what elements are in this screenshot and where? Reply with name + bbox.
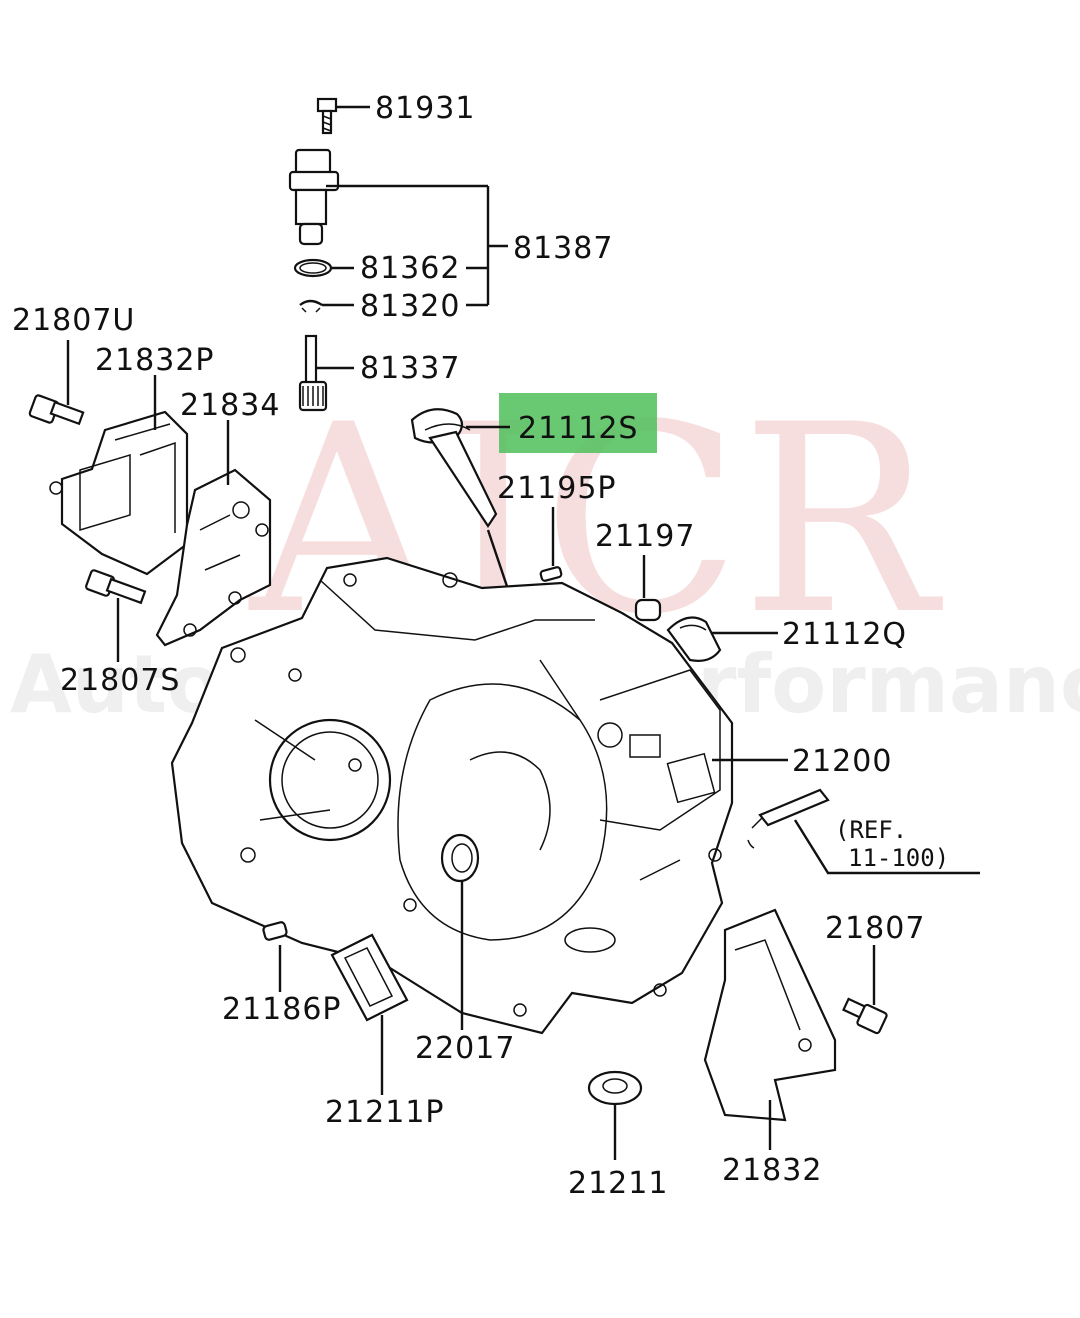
ref-wire-part — [747, 788, 830, 849]
label-22017: 22017 — [415, 1031, 515, 1066]
bolt-21807 — [842, 997, 888, 1035]
cap-21112Q — [666, 616, 722, 662]
label-81387: 81387 — [513, 231, 613, 266]
label-81931: 81931 — [375, 91, 475, 126]
bolt-21807S — [85, 569, 147, 605]
transmission-case-21200 — [170, 556, 734, 1035]
label-21195P: 21195P — [497, 471, 617, 506]
clip-81320 — [299, 299, 323, 313]
pin-21195P — [539, 566, 563, 582]
bracket-21832 — [703, 908, 837, 1122]
label-81362: 81362 — [360, 251, 460, 286]
label-21834: 21834 — [180, 388, 280, 423]
bracket-21834 — [155, 468, 272, 647]
grommet-21211 — [587, 1070, 643, 1106]
label-ref-line1: (REF. — [835, 816, 907, 844]
label-21832: 21832 — [722, 1153, 822, 1188]
label-21807: 21807 — [825, 911, 925, 946]
dipstick-tube-21112S — [410, 408, 498, 528]
bolt-21807U — [28, 394, 85, 426]
oil-seal-22017 — [440, 833, 480, 883]
label-21112Q: 21112Q — [782, 617, 907, 652]
label-21112S: 21112S — [518, 411, 638, 446]
label-21200: 21200 — [792, 744, 892, 779]
sleeve-21197 — [634, 598, 662, 622]
bracket-21832P — [49, 410, 189, 576]
driven-gear-81337 — [298, 334, 328, 412]
cover-21211P — [330, 933, 409, 1022]
label-81337: 81337 — [360, 351, 460, 386]
label-21807U: 21807U — [12, 303, 135, 338]
o-ring-81362 — [293, 258, 333, 278]
label-21807S: 21807S — [60, 663, 180, 698]
label-ref-line2: 11-100) — [848, 844, 949, 872]
pin-21186P — [262, 921, 288, 941]
bolt-81931 — [316, 97, 338, 135]
label-81320: 81320 — [360, 289, 460, 324]
speed-sensor-81387 — [288, 148, 340, 246]
label-21832P: 21832P — [95, 343, 215, 378]
label-21197: 21197 — [595, 519, 695, 554]
highlight-box — [499, 393, 657, 453]
label-21211: 21211 — [568, 1166, 668, 1201]
label-21211P: 21211P — [325, 1095, 445, 1130]
label-21186P: 21186P — [222, 992, 342, 1027]
